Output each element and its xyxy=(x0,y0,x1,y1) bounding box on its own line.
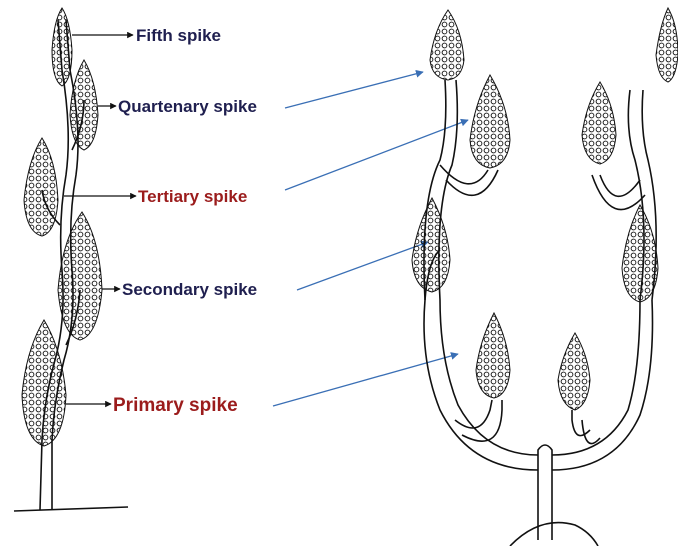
right-plant xyxy=(424,80,656,546)
right-ground-mound xyxy=(510,523,598,546)
left-spikes xyxy=(22,8,102,446)
left-secondary-spike-head xyxy=(58,212,102,340)
label-primary-spike: Primary spike xyxy=(113,395,238,416)
right-right-upper-branch xyxy=(600,175,640,196)
label-quaternary-spike: Quartenary spike xyxy=(118,97,257,116)
right-top-left-spike-head xyxy=(430,10,464,80)
label-tertiary-spike: Tertiary spike xyxy=(138,187,247,206)
left-tertiary-spike-head xyxy=(24,138,58,236)
right-left-upper-branch-inner xyxy=(446,170,498,195)
right-inner-right-branch-outline xyxy=(582,420,600,444)
right-mid-right-spike-head xyxy=(622,205,658,302)
right-upper-right-spike-head xyxy=(582,82,616,164)
right-low-right-spike-head xyxy=(558,333,590,410)
right-top-right-spike-head xyxy=(656,8,678,82)
right-inner-right-branch xyxy=(572,410,590,436)
secondary-connector-arrow xyxy=(297,242,428,290)
left-quaternary-spike-head xyxy=(70,60,98,150)
right-inner-left-branch xyxy=(455,400,492,428)
right-upper-left-spike-head xyxy=(470,75,510,168)
right-low-left-spike-head xyxy=(476,313,510,398)
label-secondary-spike: Secondary spike xyxy=(122,280,257,299)
left-ground-line xyxy=(14,507,128,511)
right-right-upper-branch-inner xyxy=(592,175,645,210)
left-fifth-spike-head xyxy=(52,8,72,86)
quaternary-connector-arrow xyxy=(285,72,423,108)
label-fifth-spike: Fifth spike xyxy=(136,26,221,45)
right-mid-left-spike-head xyxy=(412,198,450,292)
